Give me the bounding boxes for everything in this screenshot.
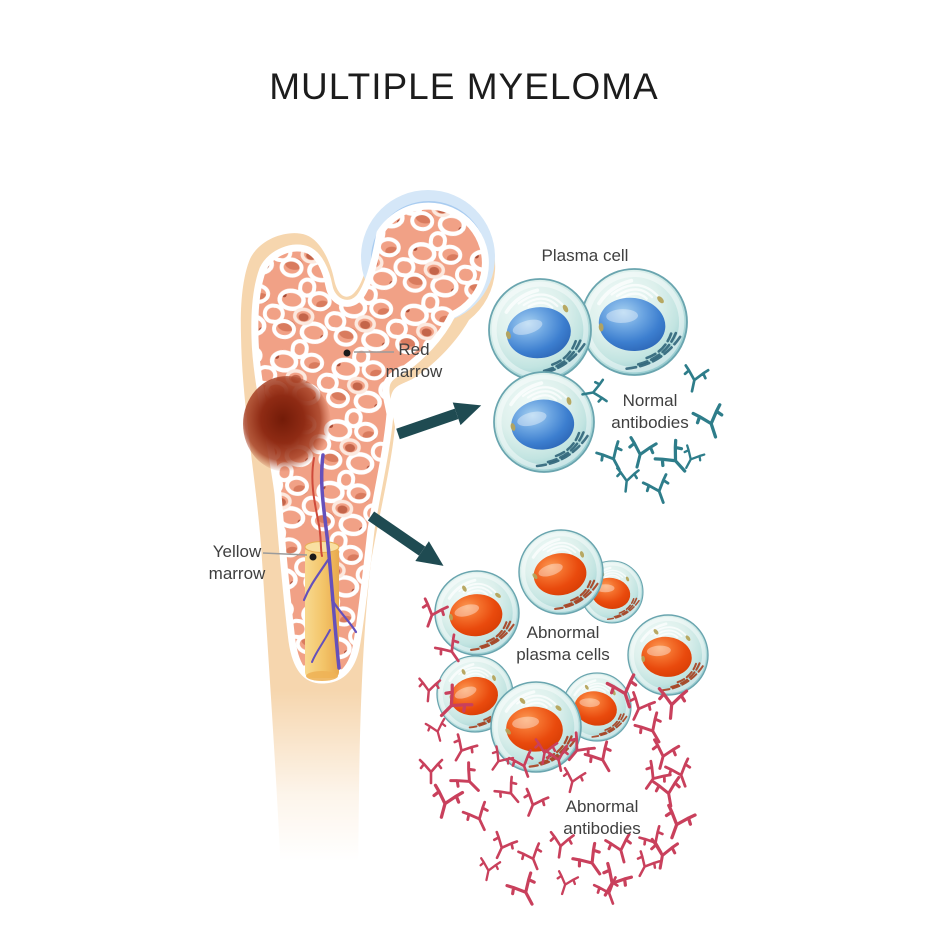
- abnormal-antibodies-group: [418, 597, 697, 906]
- normal-plasma-cells-group: [488, 268, 688, 473]
- antibody-icon: [581, 378, 608, 403]
- yellow-marrow-label: Yellow marrow: [208, 542, 266, 583]
- abnormal-plasma-cell: [490, 681, 582, 773]
- antibody-icon: [664, 757, 692, 788]
- antibody-icon: [641, 473, 670, 504]
- antibody-icon: [583, 740, 612, 773]
- bone-lesion: [243, 376, 331, 472]
- antibody-icon: [418, 677, 442, 703]
- antibody-icon: [657, 687, 689, 720]
- red-marrow-dot: [343, 349, 351, 357]
- antibody-icon: [432, 783, 465, 819]
- antibody-icon: [424, 717, 447, 742]
- antibody-icon: [449, 761, 480, 792]
- antibody-icon: [653, 438, 687, 473]
- antibody-icon: [628, 436, 658, 469]
- antibody-icon: [544, 744, 569, 772]
- antibody-icon: [418, 758, 444, 785]
- blood-vessels: [302, 453, 358, 670]
- normal-plasma-cell: [488, 278, 592, 382]
- antibody-icon: [439, 683, 474, 718]
- antibody-icon: [629, 691, 656, 721]
- red-marrow-label: Red marrow: [385, 340, 443, 381]
- antibody-icon: [650, 837, 680, 870]
- plasma-cell-label: Plasma cell: [541, 246, 629, 265]
- antibody-icon: [493, 775, 520, 804]
- antibody-icon: [636, 850, 661, 878]
- antibody-icon: [421, 597, 449, 628]
- antibody-icon: [562, 766, 587, 794]
- antibody-icon: [592, 876, 619, 905]
- normal-antibodies-group: [581, 364, 724, 504]
- antibody-icon: [652, 775, 681, 808]
- antibody-icon: [571, 841, 602, 876]
- bone-illustration: [235, 190, 496, 928]
- antibody-icon: [664, 803, 697, 840]
- antibody-icon: [616, 466, 640, 493]
- antibody-icon: [534, 738, 559, 765]
- normal-plasma-cell: [493, 371, 595, 473]
- antibody-icon: [595, 440, 623, 472]
- yellow-marrow-dot: [309, 553, 317, 561]
- antibody-icon: [453, 733, 479, 762]
- antibody-icon: [479, 857, 502, 882]
- antibody-icon: [549, 830, 575, 859]
- antibody-icon: [461, 800, 489, 832]
- red-marrow-pointer: [343, 349, 394, 357]
- antibody-icon: [492, 830, 519, 860]
- antibody-icon: [683, 364, 710, 393]
- abnormal-antibodies-label: Abnormal antibodies: [563, 797, 641, 838]
- antibody-icon: [567, 731, 596, 762]
- antibody-icon: [433, 633, 460, 663]
- arrow-to-abnormal-cells: [367, 511, 444, 566]
- antibody-icon: [605, 673, 638, 709]
- yellow-marrow-pointer: [262, 552, 317, 561]
- antibody-icon: [691, 403, 724, 439]
- antibody-icon: [602, 861, 634, 897]
- antibody-icon: [633, 711, 662, 744]
- abnormal-plasma-cells-label: Abnormal plasma cells: [516, 623, 610, 664]
- antibody-icon: [523, 787, 550, 817]
- normal-plasma-cell: [580, 268, 688, 376]
- antibody-icon: [644, 759, 672, 790]
- normal-antibodies-label: Normal antibodies: [611, 391, 689, 432]
- page-title: MULTIPLE MYELOMA: [269, 66, 659, 107]
- antibody-icon: [507, 749, 534, 778]
- antibody-icon: [556, 870, 580, 896]
- abnormal-plasma-cells-group: [434, 529, 709, 773]
- antibody-icon: [604, 832, 632, 864]
- antibody-icon: [683, 444, 706, 470]
- arrow-to-normal-cells: [396, 402, 482, 440]
- bone-fade: [235, 690, 415, 928]
- abnormal-plasma-cell: [518, 529, 604, 615]
- antibody-icon: [651, 738, 681, 770]
- antibody-icon: [491, 745, 515, 771]
- antibody-icon: [517, 842, 543, 871]
- antibody-icon: [505, 871, 536, 906]
- abnormal-plasma-cell: [434, 570, 520, 656]
- abnormal-plasma-cell: [627, 614, 709, 696]
